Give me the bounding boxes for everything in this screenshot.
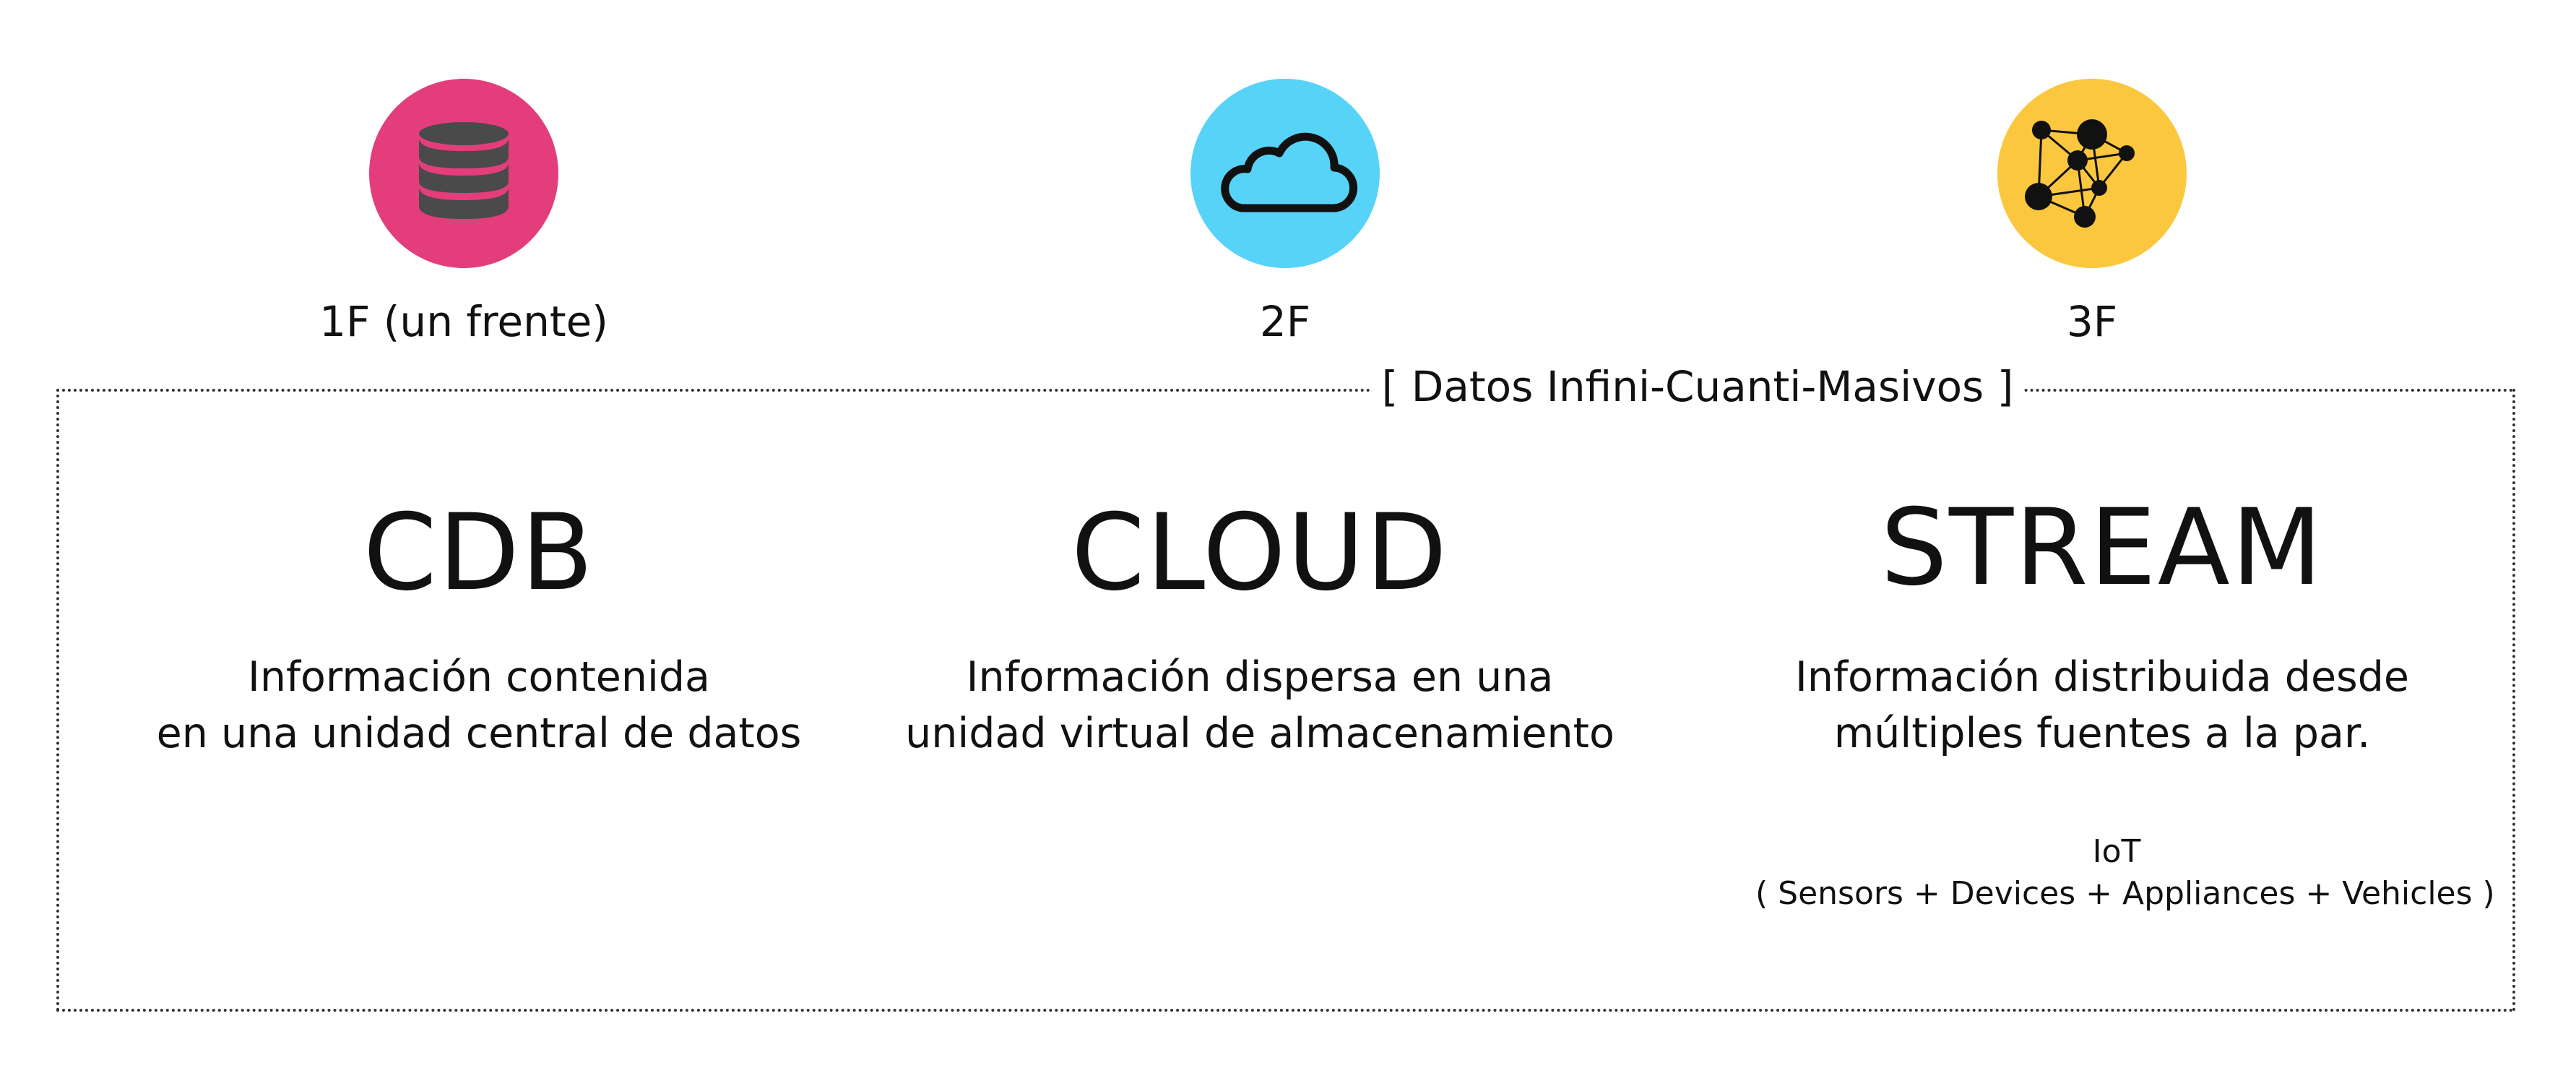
cloud-description-line-2: unidad virtual de almacenamiento bbox=[905, 710, 1615, 757]
cloud-title: CLOUD bbox=[1071, 491, 1449, 614]
dotted-frame bbox=[56, 389, 2515, 1012]
stream-title: STREAM bbox=[1880, 486, 2324, 609]
cloud-description-line-1: Información dispersa en una bbox=[966, 653, 1554, 701]
iot-title: IoT bbox=[2092, 833, 2141, 870]
database-icon-circle bbox=[369, 79, 558, 268]
iot-note: IoT ( Sensors + Devices + Appliances + V… bbox=[1755, 831, 2495, 915]
database-icon bbox=[419, 122, 509, 219]
cdb-description-line-1: Información contenida bbox=[248, 653, 710, 701]
stream-description-line-2: múltiples fuentes a la par. bbox=[1833, 710, 2371, 757]
stream-description: Información distribuida desde múltiples … bbox=[1705, 649, 2499, 762]
front-label-1f: 1F (un frente) bbox=[319, 297, 608, 346]
iot-detail: ( Sensors + Devices + Appliances + Vehic… bbox=[1755, 875, 2495, 912]
stream-description-line-1: Información distribuida desde bbox=[1795, 653, 2409, 701]
front-label-3f: 3F bbox=[2066, 297, 2118, 346]
network-icon-circle bbox=[1997, 79, 2187, 268]
cdb-title: CDB bbox=[363, 491, 595, 614]
cdb-description: Información contenida en una unidad cent… bbox=[82, 649, 876, 762]
cloud-description: Información dispersa en una unidad virtu… bbox=[863, 649, 1657, 762]
frame-title: [ Datos Infini-Cuanti-Masivos ] bbox=[1373, 361, 2023, 412]
network-icon bbox=[2025, 119, 2135, 228]
cloud-icon-circle bbox=[1190, 79, 1380, 268]
cloud-icon bbox=[1221, 132, 1357, 212]
cdb-description-line-2: en una unidad central de datos bbox=[156, 710, 802, 757]
front-label-2f: 2F bbox=[1259, 297, 1311, 346]
